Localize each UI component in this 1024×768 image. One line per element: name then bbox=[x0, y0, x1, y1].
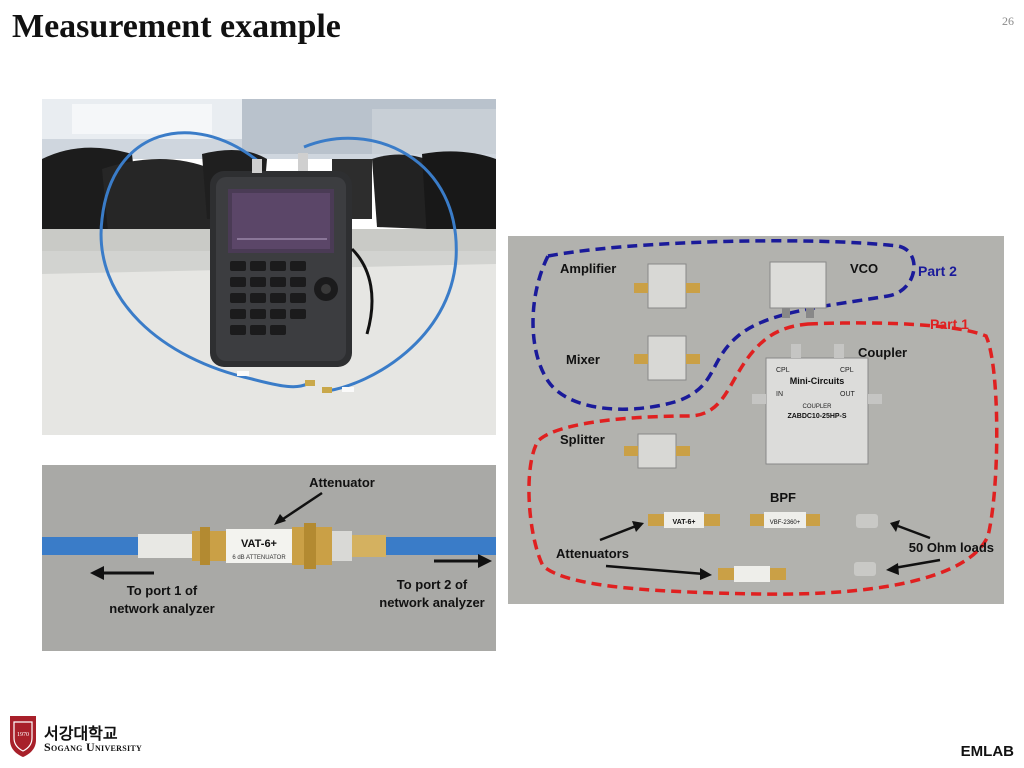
bpf-part-label: VBF-2360+ bbox=[770, 520, 801, 526]
loads-label: 50 Ohm loads bbox=[909, 540, 994, 555]
sogang-university-logo: 1970 서강대학교 Sogang University bbox=[8, 714, 168, 760]
port2-label-line1: To port 2 of bbox=[397, 577, 468, 592]
coupler-label: Coupler bbox=[858, 345, 907, 360]
splitter-label: Splitter bbox=[560, 432, 605, 447]
right-arrow-icon bbox=[478, 554, 492, 568]
attenuator-cable-photo: VAT-6+ 6 dB ATTENUATOR Attenuator To por… bbox=[42, 465, 496, 651]
port1-label-line1: To port 1 of bbox=[127, 583, 198, 598]
emblem-text: 1970 bbox=[17, 732, 29, 738]
attenuator-part-subtext: 6 dB ATTENUATOR bbox=[232, 555, 286, 561]
slide-title: Measurement example bbox=[12, 8, 341, 45]
coupler-type: COUPLER bbox=[802, 404, 832, 410]
attenuator-part-text: VAT-6+ bbox=[241, 538, 277, 550]
network-analyzer-photo bbox=[42, 99, 496, 435]
attenuator-label: Attenuator bbox=[309, 475, 375, 490]
part2-label: Part 2 bbox=[918, 263, 957, 279]
coupler-model: ZABDC10-25HP-S bbox=[787, 413, 846, 420]
vco-label: VCO bbox=[850, 261, 878, 276]
attenuators-label: Attenuators bbox=[556, 546, 629, 561]
port1-label-line2: network analyzer bbox=[109, 601, 215, 616]
coupler-brand: Mini-Circuits bbox=[790, 376, 845, 386]
bpf-label: BPF bbox=[770, 490, 796, 505]
university-english-name: Sogang University bbox=[44, 740, 143, 754]
coupler-cpl-out-label: CPL bbox=[840, 367, 854, 374]
arrow-icon bbox=[700, 568, 712, 580]
arrow-icon bbox=[886, 563, 899, 575]
amplifier-label: Amplifier bbox=[560, 261, 616, 276]
components-photo: CPL CPL IN OUT Mini-Circuits COUPLER ZAB… bbox=[508, 236, 1004, 604]
coupler-cpl-in-label: CPL bbox=[776, 367, 790, 374]
page-number: 26 bbox=[1002, 14, 1014, 28]
university-emblem-icon: 1970 bbox=[10, 716, 36, 757]
port2-label-line2: network analyzer bbox=[379, 595, 485, 610]
mixer-label: Mixer bbox=[566, 352, 600, 367]
coupler-in-label: IN bbox=[776, 391, 783, 398]
part1-label: Part 1 bbox=[930, 316, 969, 332]
arrow-icon bbox=[890, 520, 900, 532]
left-arrow-icon bbox=[90, 566, 104, 580]
university-korean-name: 서강대학교 bbox=[44, 724, 118, 743]
footer-brand: EMLAB bbox=[960, 743, 1014, 760]
attenuator-part-label: VAT-6+ bbox=[673, 519, 696, 526]
arrow-icon bbox=[632, 521, 644, 532]
coupler-out-label: OUT bbox=[840, 391, 856, 398]
